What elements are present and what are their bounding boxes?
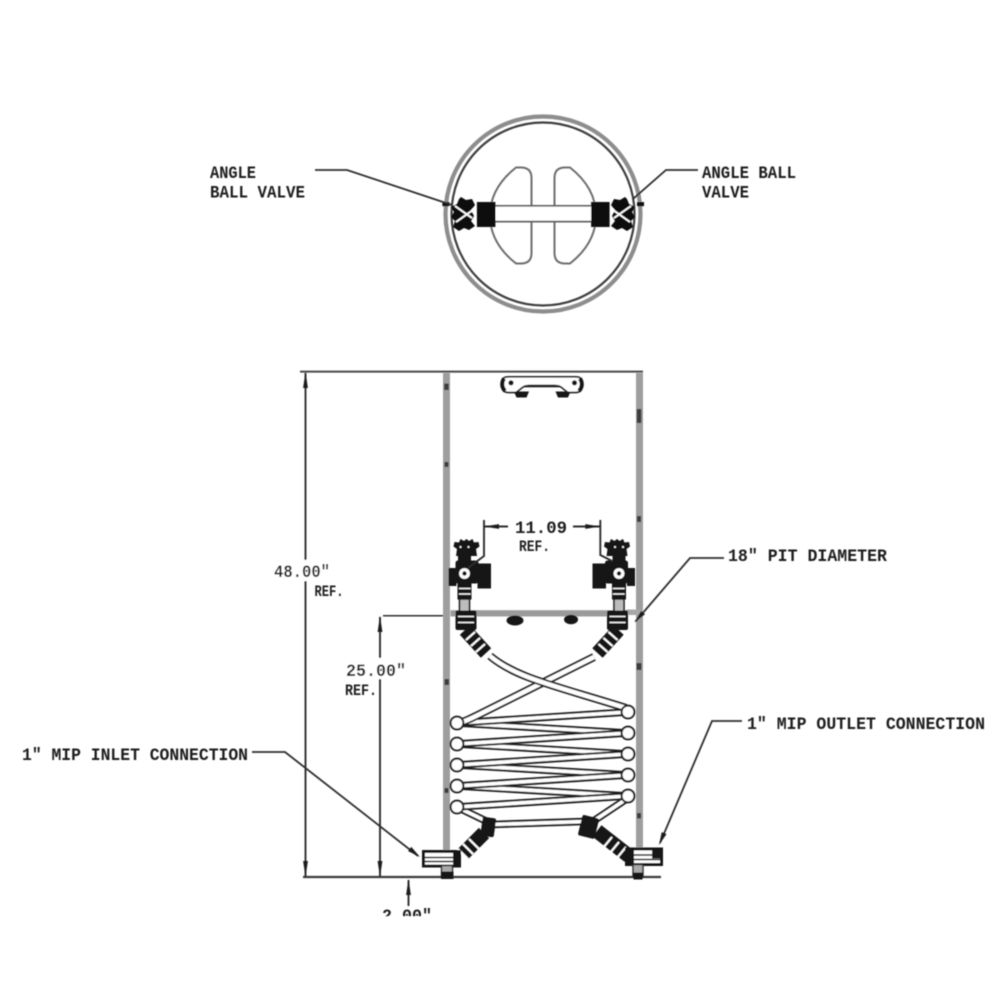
svg-text:18" PIT DIAMETER: 18" PIT DIAMETER xyxy=(728,547,887,567)
svg-text:1" MIP INLET CONNECTION: 1" MIP INLET CONNECTION xyxy=(22,746,248,766)
svg-text:REF.: REF. xyxy=(519,538,550,556)
svg-text:VALVE: VALVE xyxy=(702,184,749,204)
svg-text:REF.: REF. xyxy=(315,583,344,601)
svg-text:48.00": 48.00" xyxy=(274,563,330,583)
svg-text:ANGLE BALL: ANGLE BALL xyxy=(702,164,796,184)
svg-text:REF.: REF. xyxy=(345,682,377,700)
svg-text:1" MIP OUTLET CONNECTION: 1" MIP OUTLET CONNECTION xyxy=(747,715,985,735)
svg-text:BALL VALVE: BALL VALVE xyxy=(210,184,305,204)
svg-text:ANGLE: ANGLE xyxy=(210,164,256,184)
svg-text:11.09: 11.09 xyxy=(515,519,567,539)
svg-text:25.00": 25.00" xyxy=(346,662,406,682)
